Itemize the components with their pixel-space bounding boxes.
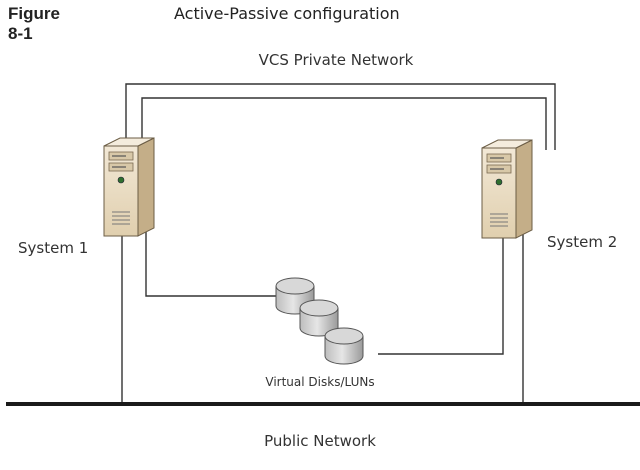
storage-label: Virtual Disks/LUNs bbox=[265, 375, 374, 389]
system1-storage-link bbox=[145, 228, 280, 297]
public-network-bar bbox=[6, 402, 640, 406]
figure-number: Figure 8-1 bbox=[8, 4, 60, 43]
server-tower-icon bbox=[103, 137, 155, 237]
figure-title: Active-Passive configuration bbox=[174, 4, 400, 23]
private-link-inner bbox=[141, 97, 547, 150]
system2-label: System 2 bbox=[547, 233, 617, 251]
system2-storage-link bbox=[378, 232, 504, 355]
private-link-outer bbox=[125, 83, 556, 150]
server-tower-icon bbox=[481, 139, 533, 239]
disk-cylinder-icon bbox=[324, 327, 364, 365]
private-network-label: VCS Private Network bbox=[259, 51, 414, 69]
system1-label: System 1 bbox=[18, 239, 88, 257]
public-network-label: Public Network bbox=[264, 432, 376, 450]
